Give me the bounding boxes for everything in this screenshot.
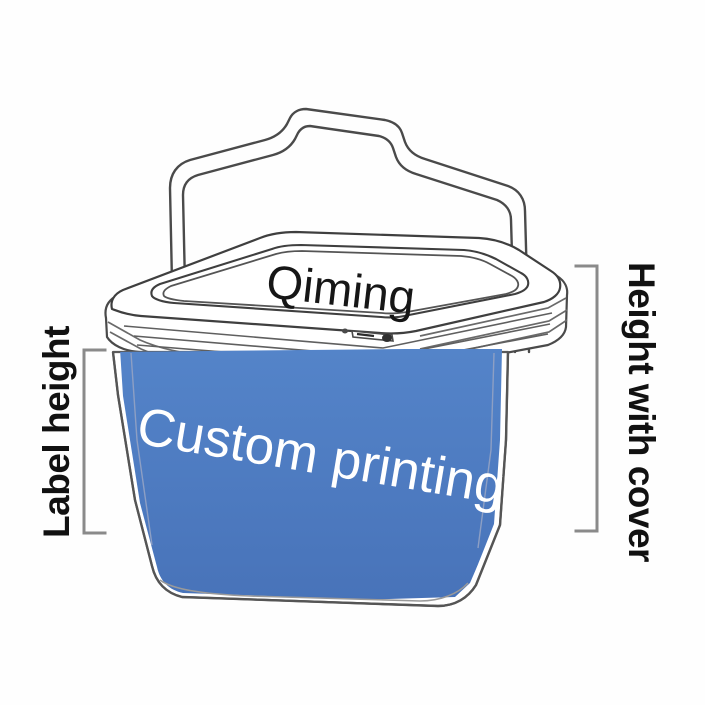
label-height-annotation: Label height xyxy=(36,326,77,538)
bucket-lid: Qiming xyxy=(104,230,569,379)
lid-latch-detail xyxy=(342,328,394,342)
custom-print-label-area xyxy=(120,349,502,602)
bucket-body: Custom printing xyxy=(111,349,510,608)
label-height-bracket xyxy=(82,348,107,535)
height-with-cover-annotation: Height with cover xyxy=(621,262,662,562)
height-with-cover-bracket xyxy=(574,264,599,533)
